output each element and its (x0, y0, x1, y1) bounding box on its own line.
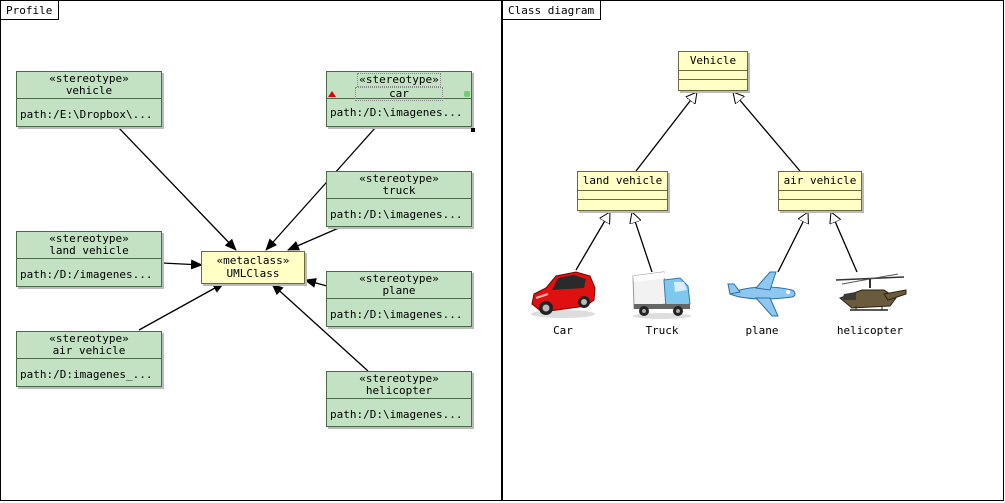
extension-air-vehicle (138, 282, 225, 331)
generalization-plane (777, 212, 808, 273)
instance-car-label: Car (553, 324, 573, 337)
stereotype-keyword: «stereotype» (359, 172, 439, 185)
extension-car (265, 126, 377, 251)
stereotype-air-vehicle-header: «stereotype» air vehicle (17, 332, 161, 359)
metaclass-name: UMLClass (226, 267, 280, 280)
expand-marker-icon[interactable] (464, 91, 470, 97)
stereotype-name: land vehicle (49, 244, 129, 257)
class-name: land vehicle (578, 172, 667, 191)
class-land-vehicle[interactable]: land vehicle (577, 171, 668, 211)
class-name: Vehicle (679, 52, 747, 71)
stereotype-name: truck (382, 184, 416, 197)
stereotype-name: car (355, 87, 443, 101)
helicopter-icon[interactable] (832, 272, 908, 320)
stereotype-land-vehicle[interactable]: «stereotype» land vehicle path:/D:/image… (16, 231, 162, 287)
stereotype-keyword: «stereotype» (359, 372, 439, 385)
stereotype-attribute: path:/E:\Dropbox\... (20, 108, 153, 121)
stereotype-name: air vehicle (52, 344, 126, 357)
truck-icon[interactable] (630, 270, 692, 320)
car-icon[interactable] (528, 268, 598, 320)
stereotype-attribute: path:/D:\imagenes... (330, 208, 463, 221)
instance-plane-label: plane (745, 324, 779, 337)
stereotype-helicopter-header: «stereotype» helicopter (327, 372, 471, 399)
generalization-air-vehicle (733, 92, 801, 172)
stereotype-truck-header: «stereotype» truck (327, 172, 471, 199)
stereotype-attribute: path:/D:imagenes_... (20, 368, 153, 381)
stereotype-plane[interactable]: «stereotype» plane path:/D:\imagenes... (326, 271, 472, 327)
generalization-car (575, 212, 611, 271)
class-attributes-compartment (578, 191, 667, 200)
resize-handle[interactable] (471, 128, 475, 132)
class-name: air vehicle (779, 172, 861, 191)
stereotype-keyword: «stereotype» (359, 272, 439, 285)
stereotype-helicopter[interactable]: «stereotype» helicopter path:/D:\imagene… (326, 371, 472, 427)
class-attributes-compartment (679, 71, 747, 80)
generalization-land-vehicle (635, 92, 697, 172)
generalization-truck (632, 212, 653, 273)
stereotype-attribute: path:/D:\imagenes... (330, 408, 463, 421)
generalization-helicopter (831, 212, 858, 273)
class-vehicle[interactable]: Vehicle (678, 51, 748, 91)
extension-truck (287, 226, 342, 251)
class-attributes-compartment (779, 191, 861, 200)
stereotype-car[interactable]: «stereotype» car path:/D:\imagenes... (326, 71, 475, 132)
extension-land-vehicle (161, 259, 203, 270)
stereotype-land-vehicle-header: «stereotype» land vehicle (17, 232, 161, 259)
collapse-marker-icon[interactable] (328, 91, 336, 97)
extension-vehicle (117, 126, 237, 251)
stereotype-air-vehicle[interactable]: «stereotype» air vehicle path:/D:imagene… (16, 331, 162, 387)
metaclass-umlclass[interactable]: «metaclass» UMLClass (201, 251, 305, 284)
stereotype-name: vehicle (65, 84, 113, 97)
stereotype-plane-header: «stereotype» plane (327, 272, 471, 299)
stereotype-attribute: path:/D:/imagenes... (20, 268, 153, 281)
stereotype-attribute: path:/D:\imagenes... (330, 308, 463, 321)
stereotype-truck[interactable]: «stereotype» truck path:/D:\imagenes... (326, 171, 472, 227)
stereotype-attribute: path:/D:\imagenes... (330, 106, 463, 119)
extension-plane (304, 278, 328, 288)
stereotype-keyword: «stereotype» (49, 232, 129, 245)
instance-truck-label: Truck (645, 324, 679, 337)
class-air-vehicle[interactable]: air vehicle (778, 171, 862, 211)
stereotype-name: plane (382, 284, 416, 297)
stereotype-name: helicopter (365, 384, 433, 397)
metaclass-keyword: «metaclass» (216, 254, 290, 267)
stereotype-car-header: «stereotype» car (327, 72, 471, 101)
stereotype-keyword: «stereotype» (357, 73, 441, 87)
class-diagram-panel: Class diagram (502, 0, 1004, 501)
extension-helicopter (271, 283, 369, 372)
profile-panel-title: Profile (1, 1, 60, 20)
plane-icon[interactable] (726, 270, 798, 320)
instance-helicopter-label: helicopter (836, 324, 904, 337)
class-diagram-panel-title: Class diagram (503, 1, 602, 20)
stereotype-keyword: «stereotype» (49, 72, 129, 85)
stereotype-vehicle-header: «stereotype» vehicle (17, 72, 161, 99)
stereotype-keyword: «stereotype» (49, 332, 129, 345)
stereotype-vehicle[interactable]: «stereotype» vehicle path:/E:\Dropbox\..… (16, 71, 162, 127)
